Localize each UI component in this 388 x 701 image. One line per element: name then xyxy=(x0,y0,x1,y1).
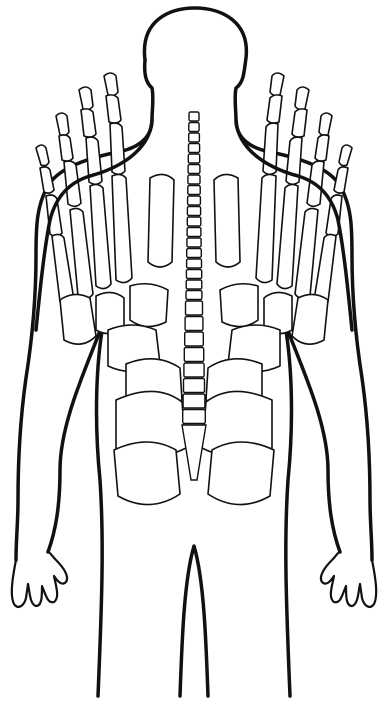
vertebra xyxy=(188,175,200,184)
vertebra xyxy=(187,259,202,268)
vertebra xyxy=(186,280,202,289)
vertebra xyxy=(184,379,205,393)
vertebra xyxy=(183,410,206,424)
vertebra xyxy=(186,301,203,315)
vertebra xyxy=(188,154,199,163)
vertebra xyxy=(185,332,204,346)
vertebra xyxy=(183,394,205,408)
left-foot-skeleton xyxy=(36,73,186,505)
right-foot-skeleton xyxy=(202,73,352,505)
vertebra xyxy=(189,112,199,121)
vertebra xyxy=(187,207,200,216)
vertebra xyxy=(188,196,201,205)
vertebra xyxy=(184,348,203,362)
vertebra xyxy=(185,317,203,331)
vertebra xyxy=(189,133,200,142)
vertebra xyxy=(189,123,199,132)
vertebra xyxy=(187,249,202,258)
left-hand xyxy=(12,552,67,607)
sacrum xyxy=(182,425,206,480)
vertebra xyxy=(187,228,201,237)
vertebra xyxy=(187,217,201,226)
vertebra xyxy=(186,291,202,300)
vertebra xyxy=(187,238,201,247)
vertebra xyxy=(189,144,200,153)
right-hand xyxy=(321,552,376,607)
spine xyxy=(182,112,206,480)
vertebra xyxy=(188,165,200,174)
vertebra xyxy=(188,186,200,195)
vertebra xyxy=(186,270,201,279)
vertebra xyxy=(184,363,204,377)
